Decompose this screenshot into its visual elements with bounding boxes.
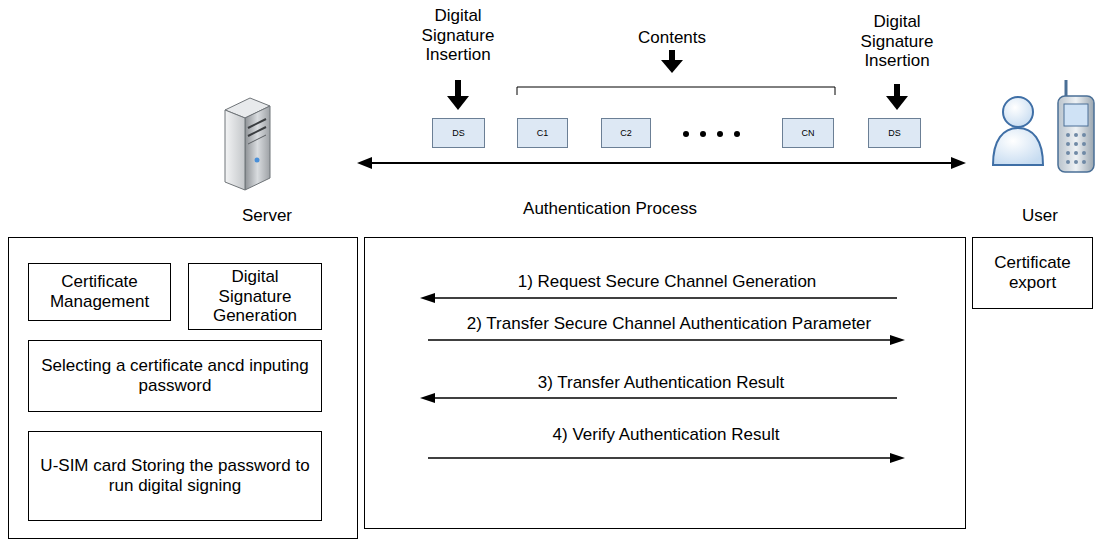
box-text: C1 [537,128,549,138]
message-label: 1) Request Secure Channel Generation [516,272,819,292]
user-icon [993,97,1043,165]
box-text: CN [802,128,815,138]
annotation-label: Digital Signature Insertion [842,12,952,71]
box-text: Digital Signature Generation [195,267,315,326]
double-arrow [357,157,966,169]
server-icon [225,98,270,190]
box-text: C2 [620,128,632,138]
process-label: Authentication Process [480,199,740,219]
function-box: Selecting a certificate ancd inputing pa… [28,340,322,412]
box-text: Certificate export [979,253,1086,292]
packet-box: DS [432,118,485,148]
message-arrow [428,298,897,458]
group-panel: Certificate Management Digital Signature … [8,237,358,539]
group-panel: 1) Request Secure Channel Generation 2) T… [364,237,966,529]
box-text: Certificate Management [35,272,164,311]
function-box: Digital Signature Generation [188,263,322,330]
message-label: 2) Transfer Secure Channel Authenticatio… [465,314,873,334]
function-box: Certificate export [972,237,1093,309]
arrowhead [420,293,905,463]
message-label: 4) Verify Authentication Result [551,425,782,445]
function-box: Certificate Management [28,263,171,321]
ellipsis-dots [683,131,740,137]
annotation-label: Digital Signature Insertion [403,6,513,65]
box-text: U-SIM card Storing the password to run d… [35,456,315,495]
box-text: DS [452,128,465,138]
actor-label: Server [217,206,317,226]
message-label: 3) Transfer Authentication Result [536,373,787,393]
packet-box: C2 [601,118,651,148]
box-text: Selecting a certificate ancd inputing pa… [35,356,315,395]
down-arrow [447,50,908,110]
contents-bracket [517,87,835,95]
packet-box: C1 [517,118,568,148]
phone-icon [1058,80,1094,172]
packet-box: CN [782,118,834,148]
actor-label: User [1000,206,1080,226]
box-text: DS [888,128,901,138]
packet-box: DS [868,118,921,148]
annotation-label: Contents [612,28,732,48]
function-box: U-SIM card Storing the password to run d… [28,431,322,521]
